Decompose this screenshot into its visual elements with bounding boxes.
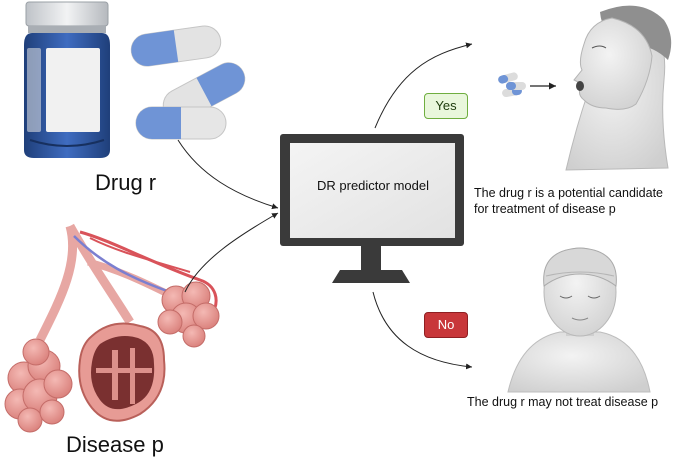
cut-alveolus xyxy=(78,322,166,422)
arrow-icon xyxy=(184,212,279,293)
arrow-icon xyxy=(374,42,473,129)
no-badge: No xyxy=(424,312,468,338)
model-label: DR predictor model xyxy=(317,178,429,193)
disease-label: Disease p xyxy=(66,432,164,457)
monitor-icon xyxy=(280,134,464,283)
lung-alveoli-icon xyxy=(4,223,220,433)
yes-outcome-text: The drug r is a potential candidate for … xyxy=(474,185,685,217)
yes-outcome-line-2: for treatment of disease p xyxy=(474,202,616,216)
pill-bottle-icon xyxy=(24,1,110,158)
capsule-icon xyxy=(130,25,246,140)
no-outcome-text: The drug r may not treat disease p xyxy=(467,395,659,409)
connector-arrows xyxy=(177,42,473,370)
arrow-icon xyxy=(177,139,279,210)
drug-label: Drug r xyxy=(95,170,157,195)
yes-badge: Yes xyxy=(424,93,468,119)
arrow-icon xyxy=(372,291,473,370)
patient-head-bandage-icon xyxy=(507,247,651,393)
yes-outcome-line-1: The drug r is a potential candidate xyxy=(474,186,664,200)
patient-taking-pill-icon xyxy=(498,5,672,171)
